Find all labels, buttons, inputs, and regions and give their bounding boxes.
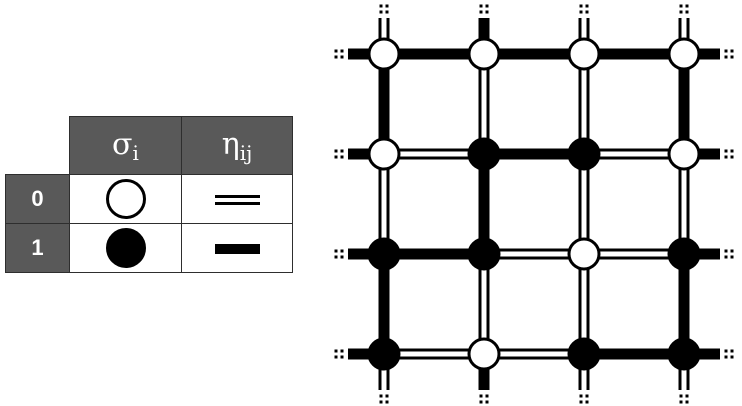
filled-spin-node-2-0 [367,237,401,271]
sigma-symbol: σ [112,126,133,162]
continuation-left-icon [334,349,344,359]
header-spin: σi [69,116,182,175]
continuation-bottom-icon [379,394,389,404]
open-spin-node-0-0 [367,37,401,71]
filled-circle-icon [105,228,146,268]
legend-row-0: 0 [5,174,293,224]
continuation-top-icon [379,4,389,14]
open-spin-node-0-2 [567,37,601,71]
continuation-right-icon [724,149,734,159]
bond-cell-0 [181,174,293,224]
open-spin-node-0-3 [667,37,701,71]
thick-bar-icon [214,244,260,254]
filled-spin-node-1-1 [467,137,501,171]
continuation-top-icon [679,4,689,14]
continuation-top-icon [579,4,589,14]
open-spin-node-3-1 [467,337,501,371]
open-spin-node-1-0 [367,137,401,171]
sigma-subscript: i [132,140,139,165]
continuation-right-icon [724,249,734,259]
eta-subscript: ij [239,140,253,165]
continuation-left-icon [334,149,344,159]
double-line-icon [214,195,260,205]
eta-symbol: η [221,126,240,162]
open-spin-node-2-2 [567,237,601,271]
filled-spin-node-2-3 [667,237,701,271]
open-spin-node-1-3 [667,137,701,171]
continuation-bottom-icon [679,394,689,404]
filled-spin-node-2-1 [467,237,501,271]
bond-cell-1 [181,223,293,273]
continuation-left-icon [334,249,344,259]
continuation-bottom-icon [579,394,589,404]
continuation-left-icon [334,49,344,59]
continuation-right-icon [724,349,734,359]
filled-spin-node-3-0 [367,337,401,371]
spin-cell-1 [69,223,182,273]
filled-spin-node-3-2 [567,337,601,371]
continuation-right-icon [724,49,734,59]
legend-table: σi ηij 0 1 [5,116,293,273]
legend-row-1: 1 [5,223,293,273]
continuation-bottom-icon [479,394,489,404]
row-label-0: 0 [5,174,70,224]
header-bond: ηij [181,116,293,175]
filled-spin-node-3-3 [667,337,701,371]
continuation-top-icon [479,4,489,14]
row-label-1: 1 [5,223,70,273]
spin-cell-0 [69,174,182,224]
open-circle-icon [105,179,146,219]
open-spin-node-0-1 [467,37,501,71]
filled-spin-node-1-2 [567,137,601,171]
